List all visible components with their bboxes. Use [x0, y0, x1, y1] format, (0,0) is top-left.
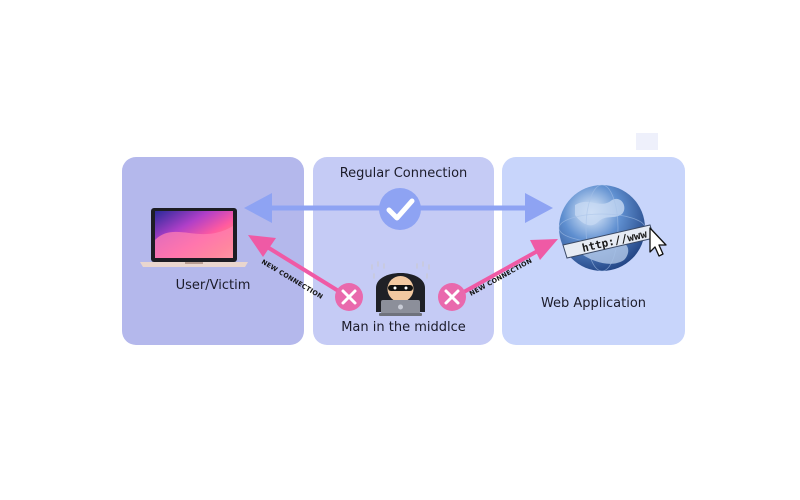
laptop-icon	[140, 208, 248, 267]
new-connection-arrow-right	[452, 239, 558, 300]
decorative-square	[636, 133, 658, 150]
new-connection-label-right: NEW CONNECTION	[468, 257, 533, 298]
hacker-icon	[371, 261, 430, 316]
new-connection-arrow-left	[248, 235, 347, 297]
web-application-label: Web Application	[540, 296, 647, 311]
man-in-the-middle-label: Man in the middlce	[341, 320, 466, 335]
user-victim-label: User/Victim	[175, 278, 251, 293]
regular-connection-label: Regular Connection	[339, 166, 468, 181]
cross-icon-right	[438, 283, 466, 311]
check-icon	[379, 188, 421, 230]
cross-icon-left	[335, 283, 363, 311]
globe-icon: http://www	[558, 184, 667, 272]
